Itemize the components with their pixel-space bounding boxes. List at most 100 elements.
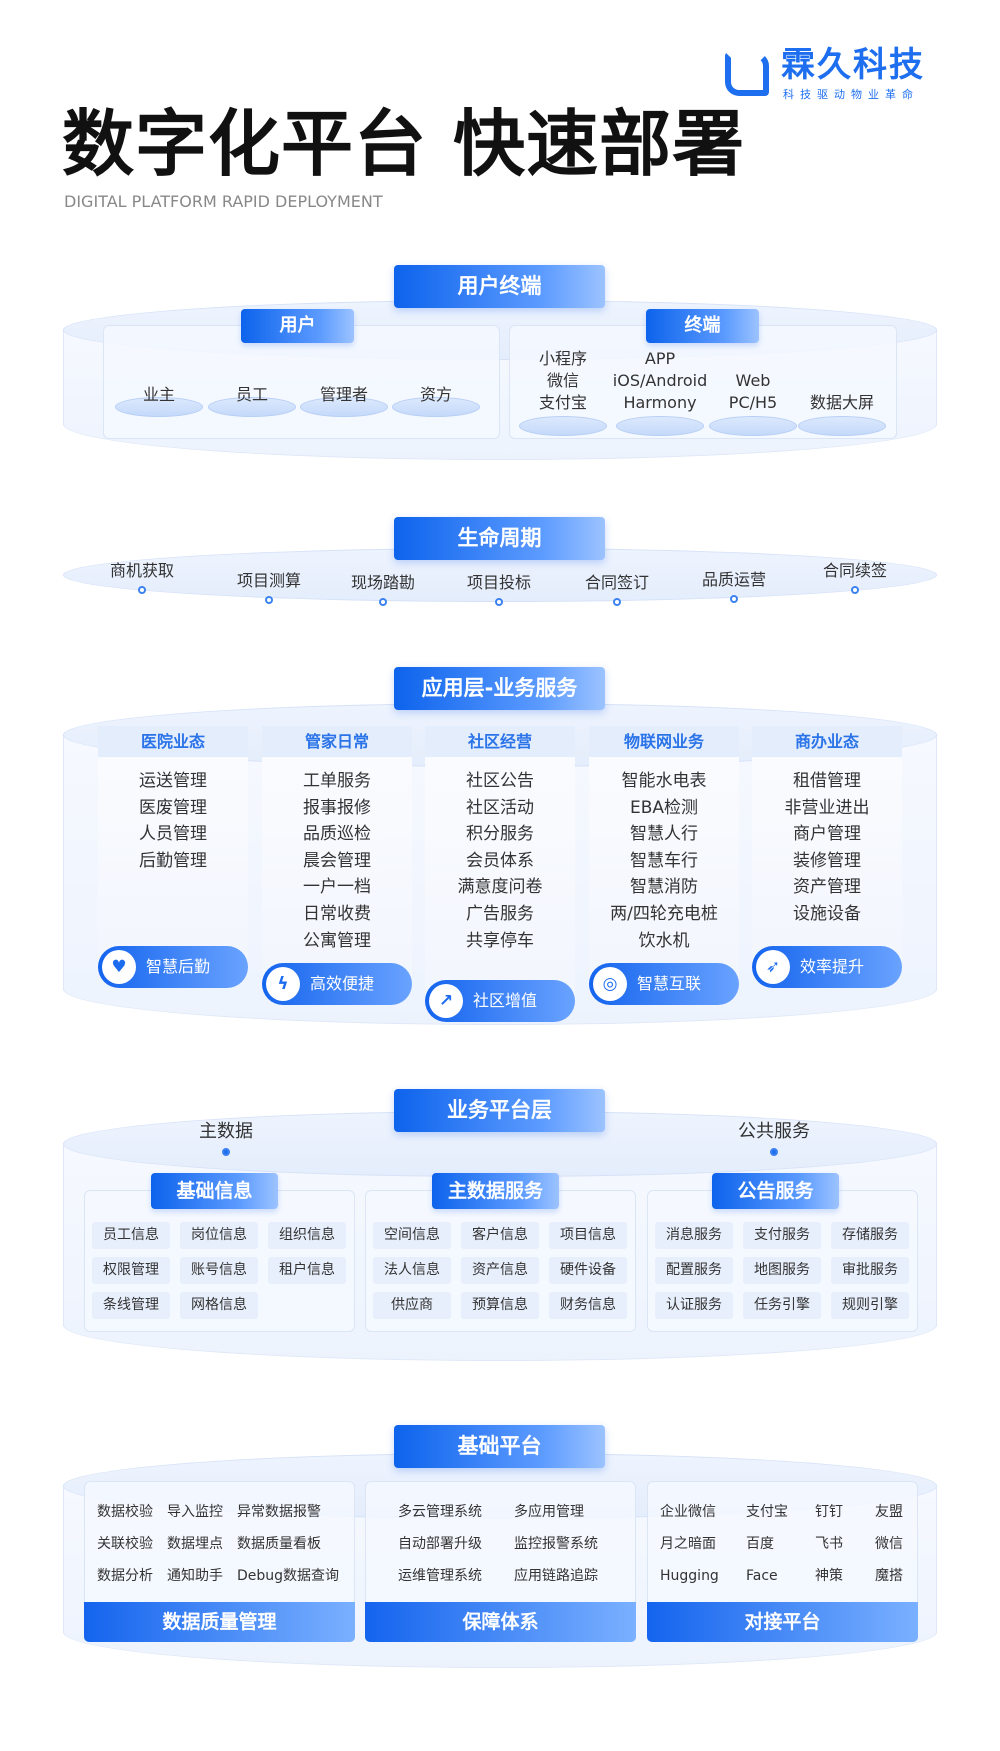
app-column: [425, 726, 575, 1000]
business-item: 岗位信息: [180, 1222, 258, 1249]
section-label-base-platform: 基础平台: [394, 1425, 605, 1468]
app-column-item: 两/四轮充电桩: [610, 904, 718, 924]
logo-mark-icon: [725, 52, 769, 96]
master-data-dot: [222, 1148, 230, 1156]
public-service-tag: 公共服务: [738, 1121, 810, 1142]
lifecycle-dot: [138, 586, 146, 594]
business-item: 客户信息: [461, 1222, 539, 1249]
business-item: 空间信息: [373, 1222, 451, 1249]
heart-hands-icon: ♥: [102, 950, 136, 984]
shield-bolt-icon: ϟ: [266, 967, 300, 1001]
business-group-title: 基础信息: [151, 1173, 278, 1209]
user-item-base: [208, 397, 296, 417]
app-column-title: 管家日常: [262, 726, 412, 757]
trend-chart-icon: ↗: [429, 984, 463, 1018]
app-column-item: 商户管理: [793, 824, 861, 845]
app-column-item: 非营业进出: [784, 797, 870, 818]
base-item: 百度: [746, 1536, 774, 1552]
terminal-item-line: Harmony: [623, 393, 697, 412]
base-item: 友盟: [875, 1504, 903, 1520]
app-column-item: 积分服务: [466, 824, 534, 845]
app-column-item: 会员体系: [466, 850, 534, 871]
base-group-title: 数据质量管理: [84, 1602, 355, 1642]
terminal-item-line: iOS/Android: [612, 371, 708, 390]
app-column-item: 社区公告: [466, 771, 534, 791]
base-item: 通知助手: [167, 1568, 223, 1584]
app-column-item: 报事报修: [303, 797, 371, 818]
public-service-dot: [770, 1148, 778, 1156]
lifecycle-stage: 项目测算: [236, 571, 302, 590]
section-label-lifecycle: 生命周期: [394, 517, 605, 560]
base-item: 数据质量看板: [237, 1536, 321, 1552]
lifecycle-stage: 合同签订: [584, 573, 650, 592]
app-column-title: 商办业态: [752, 726, 902, 757]
base-item: 钉钉: [815, 1504, 843, 1520]
app-column: [589, 726, 739, 983]
section-label-user-terminal: 用户终端: [394, 265, 605, 308]
terminal-item-line: Web: [735, 371, 771, 390]
base-item: 月之暗面: [660, 1536, 716, 1552]
page-title: 数字化平台 快速部署: [62, 102, 746, 186]
section-label-application: 应用层-业务服务: [394, 667, 605, 710]
terminal-item-base: [798, 416, 886, 436]
app-column-item: 饮水机: [638, 930, 690, 951]
terminal-item-line: 微信: [546, 371, 580, 390]
app-column-badge: 智慧互联◎: [589, 963, 739, 1005]
app-column-item: 租借管理: [793, 771, 861, 791]
app-column: [98, 726, 248, 966]
base-item: 数据分析: [97, 1568, 153, 1584]
base-item: 微信: [875, 1536, 903, 1552]
base-item: 应用链路追踪: [514, 1568, 598, 1584]
lifecycle-dot: [851, 586, 859, 594]
base-item: 自动部署升级: [398, 1536, 482, 1552]
app-column-item: EBA检测: [629, 797, 699, 818]
business-item: 预算信息: [461, 1292, 539, 1319]
terminal-item-line: PC/H5: [728, 393, 778, 412]
business-item: 供应商: [373, 1292, 451, 1319]
app-column: [752, 726, 902, 966]
base-item: 关联校验: [97, 1536, 153, 1552]
business-item: 审批服务: [831, 1257, 909, 1284]
base-group-title: 对接平台: [647, 1602, 918, 1642]
lifecycle-stage: 现场踏勘: [350, 573, 416, 592]
app-column-badge: 效率提升➶: [752, 946, 902, 988]
base-item: Debug数据查询: [237, 1568, 340, 1584]
base-item: Hugging: [660, 1568, 719, 1584]
base-item: 运维管理系统: [398, 1568, 482, 1584]
brand-slogan: 科技驱动物业革命: [783, 88, 919, 101]
base-item: 导入监控: [167, 1504, 223, 1520]
business-item: 规则引擎: [831, 1292, 909, 1319]
business-item: 组织信息: [268, 1222, 346, 1249]
app-column-item: 共享停车: [466, 930, 534, 951]
app-column-item: 满意度问卷: [457, 877, 543, 898]
page-subtitle: DIGITAL PLATFORM RAPID DEPLOYMENT: [64, 192, 383, 211]
business-group-title: 主数据服务: [432, 1173, 559, 1209]
lifecycle-dot: [379, 598, 387, 606]
business-item: 法人信息: [373, 1257, 451, 1284]
base-item: 飞书: [815, 1536, 843, 1552]
terminal-item-base: [616, 416, 704, 436]
business-item: 账号信息: [180, 1257, 258, 1284]
app-column-item: 医废管理: [139, 797, 207, 818]
user-item: 资方: [419, 385, 453, 404]
terminal-item-base: [519, 416, 607, 436]
app-column-item: 智能水电表: [621, 771, 707, 791]
lifecycle-dot: [613, 598, 621, 606]
app-column-title: 物联网业务: [589, 726, 739, 757]
business-item: 资产信息: [461, 1257, 539, 1284]
base-item: 多应用管理: [514, 1504, 584, 1520]
lifecycle-dot: [265, 596, 273, 604]
app-column-title: 社区经营: [425, 726, 575, 757]
business-item: 网格信息: [180, 1292, 258, 1319]
terminal-item-line: 小程序: [538, 349, 588, 368]
business-item: 配置服务: [655, 1257, 733, 1284]
user-item: 员工: [235, 385, 269, 404]
users-panel: [103, 325, 500, 439]
lifecycle-stage: 项目投标: [466, 573, 532, 592]
business-item: 租户信息: [268, 1257, 346, 1284]
user-item-base: [392, 397, 480, 417]
app-column-item: 智慧车行: [630, 850, 698, 871]
app-column-item: 晨会管理: [303, 850, 371, 871]
section-label-business-platform: 业务平台层: [394, 1089, 605, 1132]
